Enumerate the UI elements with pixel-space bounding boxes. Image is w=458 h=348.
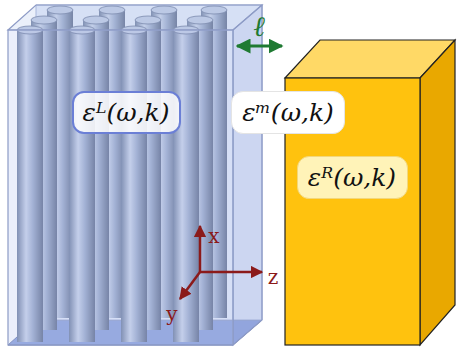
- distance-label: ℓ: [253, 10, 265, 43]
- axis-label: y: [166, 302, 177, 326]
- material-label: εᴿ(ω,k): [297, 156, 408, 199]
- permittivity-text: εᵐ(ω,k): [242, 98, 334, 127]
- permittivity-text: εᴸ(ω,k): [83, 98, 170, 127]
- axis-label: z: [268, 265, 279, 289]
- permittivity-text: εᴿ(ω,k): [308, 163, 396, 192]
- material-label: εᵐ(ω,k): [231, 91, 345, 134]
- axis-label: x: [208, 224, 219, 248]
- material-label: εᴸ(ω,k): [72, 91, 181, 134]
